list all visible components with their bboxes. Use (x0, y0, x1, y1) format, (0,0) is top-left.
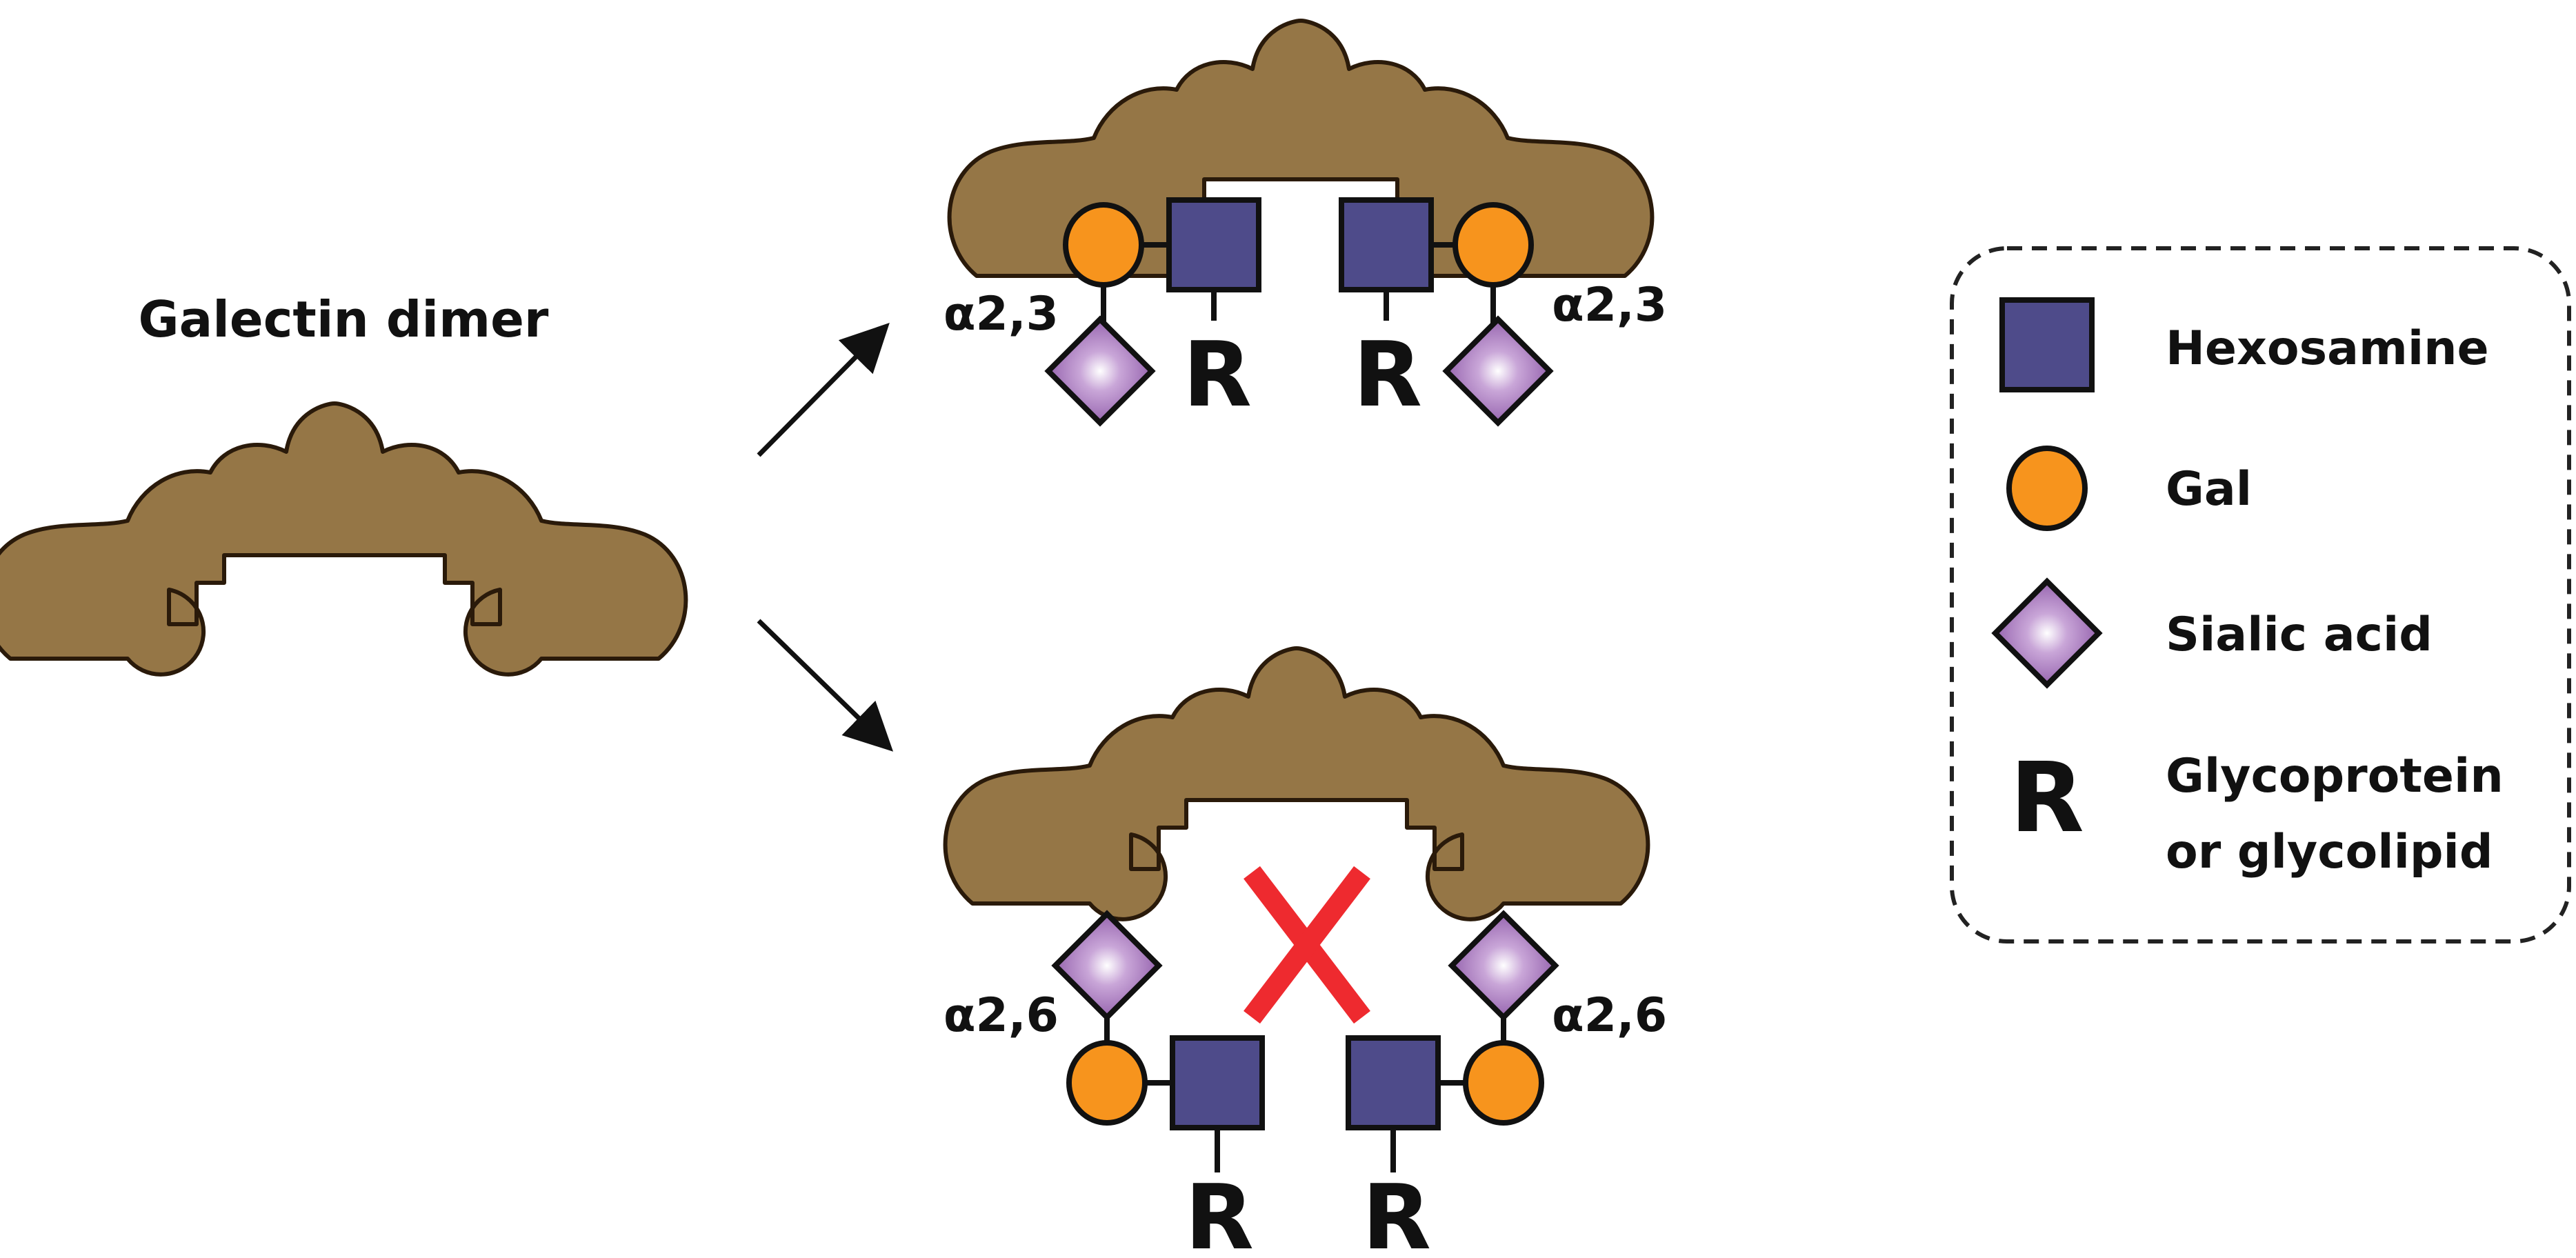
legend-item-hexosamine: Hexosamine (2002, 300, 2489, 390)
gal-circle (1066, 205, 1141, 285)
r-label: R (1362, 1165, 1431, 1258)
galectin-bound-a23: R α2,3 R α2,3 (943, 21, 1667, 427)
legend-label-glycoprotein: Glycoprotein (2166, 749, 2504, 803)
linkage-label-a23-right: α2,3 (1552, 278, 1667, 332)
legend-box (1950, 246, 2571, 943)
hexosamine-square-icon (2002, 300, 2092, 390)
legend-item-gal: Gal (2009, 448, 2252, 528)
gal-circle (1455, 205, 1531, 285)
r-label: R (1185, 1165, 1254, 1258)
galectin-dimer-free (0, 403, 686, 675)
legend-item-sialic-acid: Sialic acid (1995, 581, 2433, 685)
sialic-acid-diamond (1446, 319, 1550, 423)
arrow-to-bound (757, 323, 890, 457)
blocked-cross-icon (1244, 866, 1370, 1024)
gal-circle (1466, 1043, 1541, 1123)
gal-circle (1069, 1043, 1145, 1123)
galectin-blocked-a26: R α2,6 R α2,6 (943, 648, 1667, 1258)
legend-label-gal: Gal (2166, 462, 2252, 517)
hexosamine-square (1341, 200, 1431, 290)
legend-label-hexosamine: Hexosamine (2166, 321, 2489, 376)
sialic-acid-diamond (1452, 914, 1555, 1017)
arrow-to-blocked (757, 619, 894, 752)
sialic-acid-diamond-icon (1995, 581, 2099, 685)
linkage-label-a26-left: α2,6 (943, 988, 1059, 1043)
hexosamine-square (1348, 1038, 1438, 1128)
r-label: R (1183, 322, 1252, 427)
r-label: R (1353, 322, 1422, 427)
sialic-acid-diamond (1048, 319, 1152, 423)
legend-item-r: R Glycoprotein or glycolipid (2010, 742, 2504, 879)
linkage-label-a26-right: α2,6 (1552, 988, 1667, 1043)
legend-label-glycolipid: or glycolipid (2166, 825, 2493, 879)
sialic-acid-diamond (1055, 914, 1159, 1017)
legend-symbol-r: R (2010, 742, 2084, 855)
gal-circle-icon (2009, 448, 2085, 528)
legend: Hexosamine Gal Sialic acid R Glycoprotei… (1950, 246, 2571, 943)
galectin-dimer-label: Galectin dimer (139, 290, 549, 348)
linkage-label-a23-left: α2,3 (943, 287, 1059, 341)
legend-label-sialic-acid: Sialic acid (2166, 608, 2433, 662)
hexosamine-square (1172, 1038, 1262, 1128)
hexosamine-square (1169, 200, 1259, 290)
